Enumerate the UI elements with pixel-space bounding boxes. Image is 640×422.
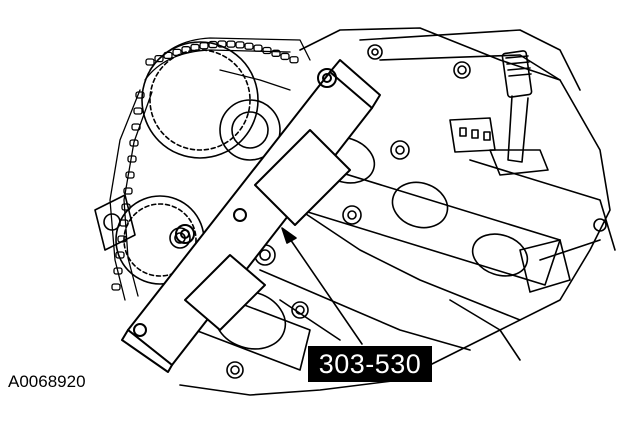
chain-link: [235, 41, 245, 49]
chain-link: [163, 51, 173, 60]
chain-link: [181, 46, 191, 54]
chain-link: [190, 43, 200, 52]
sensor-probe: [489, 50, 549, 176]
chain-link: [145, 58, 155, 66]
chain-link: [289, 56, 299, 64]
chain-link: [135, 91, 145, 99]
chain-link: [280, 52, 290, 61]
upper-sprocket: [141, 41, 281, 161]
chain-link: [113, 267, 123, 275]
chain-link: [244, 42, 254, 50]
chain-link: [172, 48, 182, 57]
chain-link: [271, 49, 281, 57]
head-bolts: [226, 44, 607, 379]
figure-id-label: A0068920: [8, 372, 86, 391]
chain-link: [208, 40, 218, 49]
chain-link: [131, 123, 141, 131]
chain-tensioner: [94, 194, 136, 251]
chain-link: [133, 107, 143, 115]
chain-link: [127, 155, 137, 163]
connector: [449, 117, 496, 153]
chain-link: [115, 251, 125, 259]
chain-link: [199, 42, 209, 50]
camshaft-upper: [284, 136, 571, 293]
chain-link: [262, 46, 272, 55]
chain-link: [111, 283, 121, 291]
alignment-tool-plate: [121, 59, 381, 373]
chain-link: [129, 139, 139, 147]
chain-link: [121, 203, 131, 211]
chain-link: [226, 40, 236, 48]
chain-link: [123, 187, 133, 195]
tool-number-callout: 303-530: [308, 346, 432, 382]
chain-link: [253, 44, 263, 52]
chain-link: [125, 171, 135, 179]
chain-link: [154, 54, 164, 63]
timing-chain: [109, 37, 311, 301]
callout-leader: [281, 227, 363, 345]
chain-link: [217, 40, 227, 48]
